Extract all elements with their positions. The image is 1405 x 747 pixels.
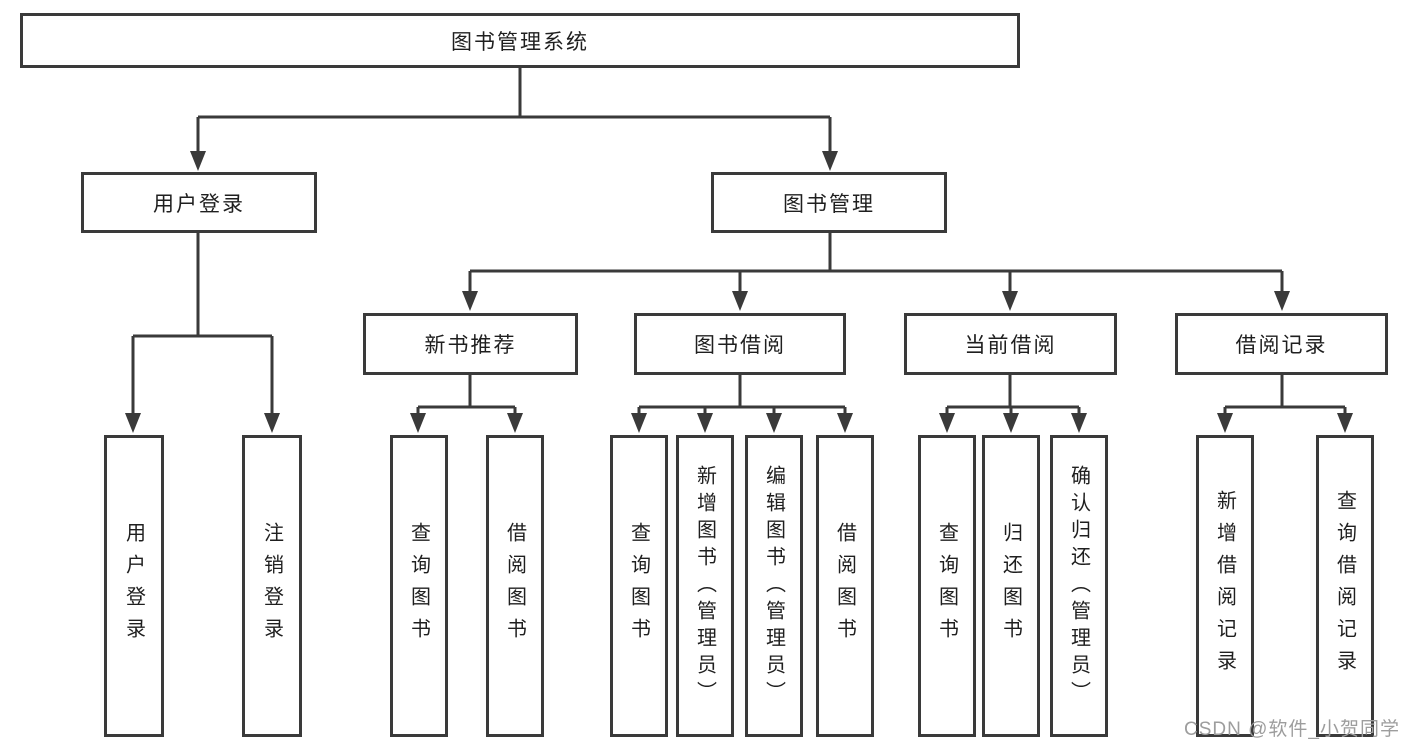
arrowhead-icon <box>462 291 478 311</box>
arrowhead-icon <box>631 413 647 433</box>
csdn-watermark: CSDN @软件_小贺同学 <box>1184 719 1400 740</box>
arrowhead-icon <box>507 413 523 433</box>
arrowhead-icon <box>1071 413 1087 433</box>
leaf-borrow-borrow-books: 借阅图书 <box>816 435 874 737</box>
arrowhead-icon <box>939 413 955 433</box>
node-book-borrow: 图书借阅 <box>634 313 846 375</box>
leaf-current-return-books: 归还图书 <box>982 435 1040 737</box>
node-label: 查询图书 <box>627 522 650 650</box>
leaf-borrow-query-books: 查询图书 <box>610 435 668 737</box>
connector-borrow-record-split <box>1223 375 1347 418</box>
arrowhead-icon <box>190 151 206 171</box>
node-label: 图书借阅 <box>694 334 786 357</box>
arrowhead-icon <box>1274 291 1290 311</box>
node-label: 新增借阅记录 <box>1213 490 1236 682</box>
arrowhead-icon <box>1337 413 1353 433</box>
leaf-newbook-query-books: 查询图书 <box>390 435 448 737</box>
node-borrow-records: 借阅记录 <box>1175 313 1388 375</box>
node-label: 借阅记录 <box>1235 334 1328 357</box>
node-label: 注销登录 <box>260 522 283 650</box>
node-label: 当前借阅 <box>964 334 1057 357</box>
arrowhead-icon <box>766 413 782 433</box>
arrowheads <box>125 151 1353 433</box>
node-book-management: 图书管理 <box>711 172 947 233</box>
node-label: 新书推荐 <box>424 334 517 357</box>
connector-current-borrow-split <box>945 375 1081 418</box>
node-label: 新增图书（管理员） <box>693 464 716 708</box>
leaf-logout: 注销登录 <box>242 435 302 737</box>
arrowhead-icon <box>264 413 280 433</box>
node-label: 编辑图书（管理员） <box>762 464 785 708</box>
node-label: 查询借阅记录 <box>1333 490 1356 682</box>
arrowhead-icon <box>1003 413 1019 433</box>
arrowhead-icon <box>697 413 713 433</box>
leaf-current-query-books: 查询图书 <box>918 435 976 737</box>
arrowhead-icon <box>410 413 426 433</box>
node-label: 用户登录 <box>153 192 245 216</box>
arrowhead-icon <box>837 413 853 433</box>
node-new-book-recommend: 新书推荐 <box>363 313 578 375</box>
arrowhead-icon <box>732 291 748 311</box>
arrowhead-icon <box>125 413 141 433</box>
connector-user-login-split <box>131 233 274 418</box>
leaf-newbook-borrow-books: 借阅图书 <box>486 435 544 737</box>
node-user-login: 用户登录 <box>81 172 317 233</box>
leaf-borrow-edit-books-admin: 编辑图书（管理员） <box>745 435 803 737</box>
node-label: 借阅图书 <box>833 522 856 650</box>
connector-root-to-level2 <box>196 68 832 156</box>
leaf-borrow-add-books-admin: 新增图书（管理员） <box>676 435 734 737</box>
arrowhead-icon <box>822 151 838 171</box>
node-label: 借阅图书 <box>503 522 526 650</box>
node-label: 图书管理 <box>783 192 875 216</box>
arrowhead-icon <box>1002 291 1018 311</box>
leaf-current-confirm-return-admin: 确认归还（管理员） <box>1050 435 1108 737</box>
leaf-record-query-borrow-record: 查询借阅记录 <box>1316 435 1374 737</box>
node-current-borrow: 当前借阅 <box>904 313 1117 375</box>
node-label: 归还图书 <box>999 522 1022 650</box>
node-label: 用户登录 <box>122 522 145 650</box>
arrowhead-icon <box>1217 413 1233 433</box>
connector-book-borrow-split <box>637 375 847 418</box>
connector-new-book-split <box>416 375 517 418</box>
node-system-root: 图书管理系统 <box>20 13 1020 68</box>
node-label: 查询图书 <box>407 522 430 650</box>
node-label: 查询图书 <box>935 522 958 650</box>
node-label: 图书管理系统 <box>451 30 589 54</box>
connector-book-management-split <box>468 233 1284 296</box>
node-label: 确认归还（管理员） <box>1067 464 1090 708</box>
leaf-user-login: 用户登录 <box>104 435 164 737</box>
leaf-record-add-borrow-record: 新增借阅记录 <box>1196 435 1254 737</box>
